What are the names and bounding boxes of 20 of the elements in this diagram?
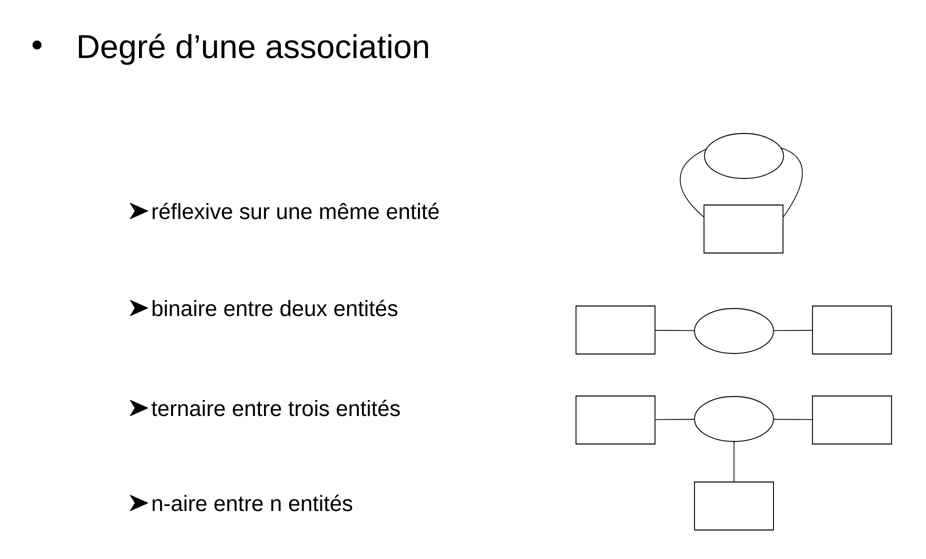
entity-box [812, 396, 892, 444]
relationship-ellipse [694, 308, 774, 354]
entity-box [694, 482, 774, 530]
list-item: réflexive sur une même entité [152, 202, 439, 220]
entity-box [576, 396, 656, 444]
curved-line [680, 148, 706, 218]
connector-line [655, 330, 694, 332]
entity-box [704, 204, 784, 254]
relationship-ellipse [694, 396, 774, 442]
connector-line [774, 418, 812, 420]
entity-box [576, 306, 656, 354]
list-item: binaire entre deux entités [152, 300, 398, 316]
connector-line [655, 418, 694, 420]
connector-line [774, 330, 812, 332]
entity-box [812, 306, 892, 354]
curved-line [781, 148, 803, 218]
list-item: n-aire entre n entités [152, 494, 352, 512]
relationship-ellipse [704, 133, 784, 179]
title: Degré d’une association [78, 34, 428, 65]
list-item: ternaire entre trois entités [152, 400, 400, 416]
